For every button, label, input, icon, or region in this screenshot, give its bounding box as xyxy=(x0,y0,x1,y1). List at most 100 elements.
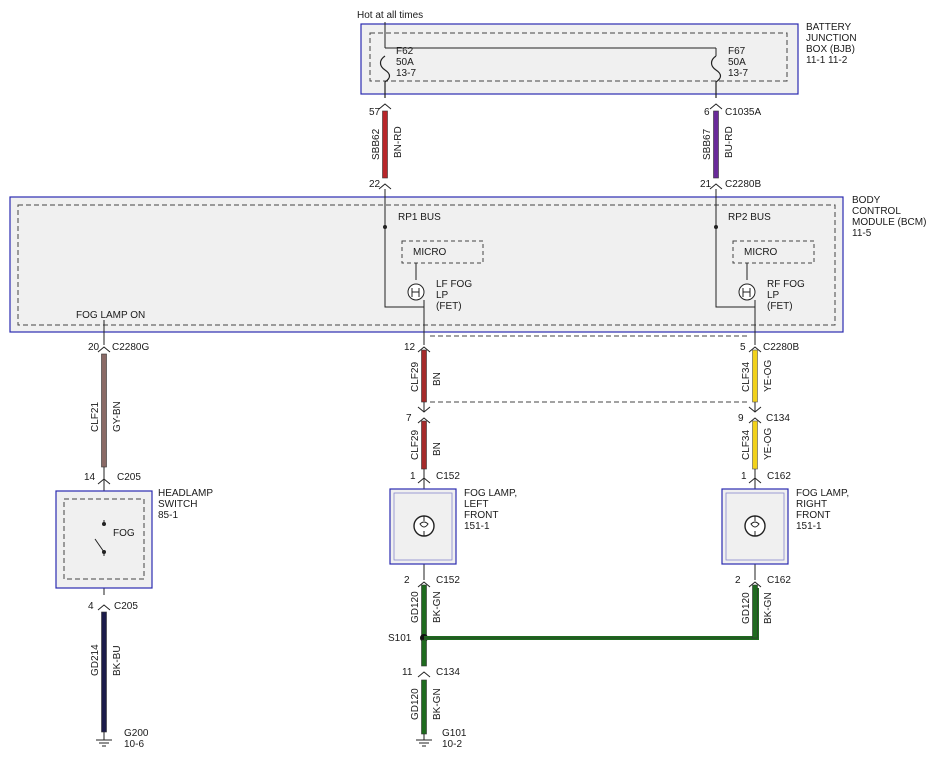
lamp-left-label-1: FOG LAMP, xyxy=(464,488,517,499)
fog-lamp-left-bulb-icon xyxy=(413,515,435,537)
clf29a-color: BN xyxy=(432,372,443,386)
pin-9: 9 xyxy=(738,413,744,424)
bjb-label-4: 11-1 11-2 xyxy=(806,55,848,66)
headlamp-switch-inner xyxy=(63,498,145,580)
micro-left-box xyxy=(401,240,484,264)
clf21-id: CLF21 xyxy=(90,402,101,432)
sbb62-id: SBB62 xyxy=(371,128,382,160)
connector-c152-top: C152 xyxy=(436,471,460,482)
bcm-label-4: 11-5 xyxy=(852,228,872,239)
sbb67-color: BU-RD xyxy=(724,126,735,158)
wire-gd120-lower-left xyxy=(421,679,427,735)
f67-ref: 13-7 xyxy=(728,68,748,79)
bcm-box xyxy=(9,196,844,333)
micro-right-box xyxy=(732,240,815,264)
pin-4: 4 xyxy=(88,601,94,612)
rf-fet-label-3: (FET) xyxy=(767,301,793,312)
gd120a-color: BK-GN xyxy=(432,591,443,623)
lamp-left-label-4: 151-1 xyxy=(464,521,490,532)
sbb67-id: SBB67 xyxy=(702,128,713,160)
clf34a-id: CLF34 xyxy=(741,362,752,392)
lf-fet-icon xyxy=(407,283,425,301)
g200-name: G200 xyxy=(124,728,149,739)
clf34b-color: YE-OG xyxy=(763,428,774,460)
lamp-right-label-4: 151-1 xyxy=(796,521,822,532)
f67-rating: 50A xyxy=(728,57,746,68)
bcm-label-2: CONTROL xyxy=(852,206,901,217)
connector-c162-bot: C162 xyxy=(767,575,791,586)
hot-label: Hot at all times xyxy=(357,10,423,21)
connector-c2280b-mid: C2280B xyxy=(763,342,799,353)
f62-name: F62 xyxy=(396,46,414,57)
pin-5: 5 xyxy=(740,342,746,353)
connector-c1035a: C1035A xyxy=(725,107,761,118)
rp2-bus-label: RP2 BUS xyxy=(728,212,771,223)
s101-label: S101 xyxy=(388,633,412,644)
rf-fet-icon xyxy=(738,283,756,301)
gd120c-color: BK-GN xyxy=(432,688,443,720)
wire-clf34-lower xyxy=(752,420,758,470)
pin-11: 11 xyxy=(402,667,413,678)
pin-20: 20 xyxy=(88,342,100,353)
fog-lamp-on-label: FOG LAMP ON xyxy=(76,310,145,321)
wire-gd120-upper-left xyxy=(421,584,427,638)
clf34a-color: YE-OG xyxy=(763,360,774,392)
gd120c-id: GD120 xyxy=(410,688,421,720)
clf29a-id: CLF29 xyxy=(410,362,421,392)
wire-sbb62 xyxy=(382,110,388,179)
wire-gd120-mid-left xyxy=(421,639,427,667)
gd120b-id: GD120 xyxy=(741,592,752,624)
clf21-color: GY-BN xyxy=(112,401,123,432)
wire-clf34-upper xyxy=(752,349,758,403)
fuse-f67-icon xyxy=(710,55,722,98)
pin-1-right: 1 xyxy=(741,471,747,482)
rf-fet-label-1: RF FOG xyxy=(767,279,805,290)
f67-name: F67 xyxy=(728,46,746,57)
pin-22: 22 xyxy=(369,179,381,190)
connector-c152-bot: C152 xyxy=(436,575,460,586)
lf-fet-label-2: LP xyxy=(436,290,449,301)
f62-rating: 50A xyxy=(396,57,414,68)
pin-21: 21 xyxy=(700,179,712,190)
ground-g101-icon xyxy=(416,734,432,747)
wire-gd214 xyxy=(101,611,107,733)
lf-fet-label-1: LF FOG xyxy=(436,279,472,290)
connector-c162-top: C162 xyxy=(767,471,791,482)
headlamp-fog-label: FOG xyxy=(113,528,135,539)
wire-clf29-lower xyxy=(421,420,427,470)
lamp-right-label-2: RIGHT xyxy=(796,499,827,510)
micro-left-label: MICRO xyxy=(413,247,447,258)
connector-c205-bot: C205 xyxy=(114,601,138,612)
pin-2-right: 2 xyxy=(735,575,741,586)
gd120a-id: GD120 xyxy=(410,591,421,623)
wire-clf29-upper xyxy=(421,349,427,403)
ground-g200-icon xyxy=(96,732,112,747)
rp1-bus-label: RP1 BUS xyxy=(398,212,441,223)
clf34b-id: CLF34 xyxy=(741,430,752,460)
lamp-right-label-3: FRONT xyxy=(796,510,830,521)
bjb-label-3: BOX (BJB) xyxy=(806,44,855,55)
wire-gd120-splice-link xyxy=(424,588,759,640)
lamp-left-label-2: LEFT xyxy=(464,499,488,510)
pin-7: 7 xyxy=(406,413,412,424)
rf-fet-label-2: LP xyxy=(767,290,780,301)
switch-contact-icon xyxy=(94,520,110,556)
pin-57: 57 xyxy=(369,107,381,118)
bjb-inner-dashed xyxy=(369,32,788,82)
gd214-id: GD214 xyxy=(90,644,101,676)
gd120b-color: BK-GN xyxy=(763,592,774,624)
lamp-right-label-1: FOG LAMP, xyxy=(796,488,849,499)
rp1-junction xyxy=(383,225,387,229)
connector-c134-right: C134 xyxy=(766,413,790,424)
rp2-junction xyxy=(714,225,718,229)
bcm-label-3: MODULE (BCM) xyxy=(852,217,926,228)
fog-lamp-right-bulb-icon xyxy=(744,515,766,537)
bcm-inner-dashed xyxy=(17,204,836,326)
pin-12: 12 xyxy=(404,342,416,353)
pin-1-left: 1 xyxy=(410,471,416,482)
gd214-color: BK-BU xyxy=(112,645,123,676)
bcm-label-1: BODY xyxy=(852,195,881,206)
g101-ref: 10-2 xyxy=(442,739,462,750)
bjb-label-1: BATTERY xyxy=(806,22,852,33)
